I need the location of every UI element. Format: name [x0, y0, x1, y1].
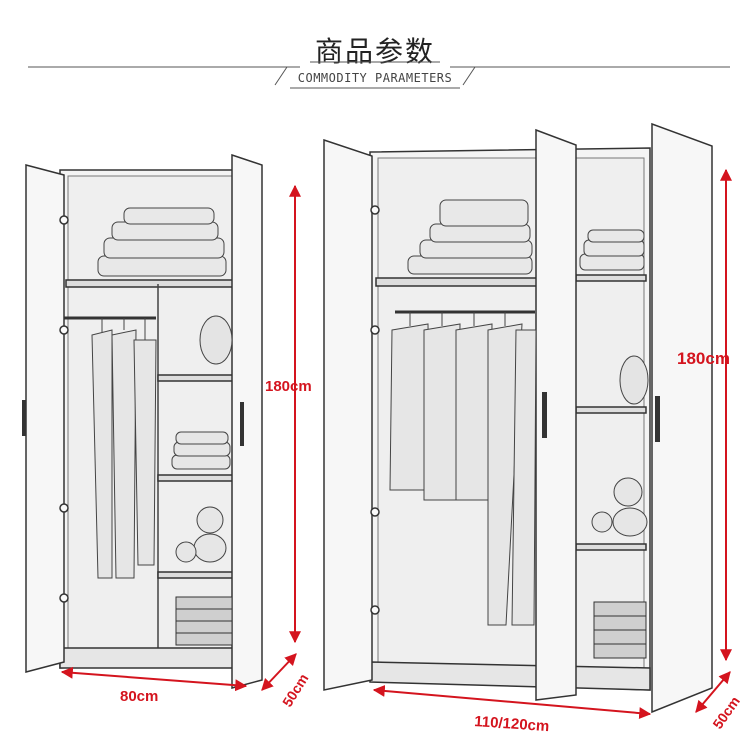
folded-clothes-icon: [579, 229, 645, 271]
large-depth-label: 50cm: [709, 693, 743, 732]
toy-icon: [591, 477, 648, 537]
small-depth-arrow: [261, 653, 297, 691]
folded-clothes-icon: [97, 207, 227, 277]
folded-clothes-icon: [407, 199, 533, 275]
large-depth-arrow: [695, 671, 731, 713]
hanging-clothes-icon: [389, 312, 537, 626]
toy-icon: [175, 506, 227, 563]
small-width-arrow: [60, 666, 248, 692]
small-height-label: 180cm: [265, 378, 312, 395]
folded-towels-icon: [171, 431, 231, 470]
page-subtitle: COMMODITY PARAMETERS: [297, 71, 453, 85]
bag-icon: [199, 315, 233, 365]
large-height-label: 180cm: [677, 349, 730, 368]
basket-icon: [593, 601, 647, 659]
dimension-arrows: [60, 168, 732, 720]
small-depth-label: 50cm: [279, 671, 312, 710]
small-width-label: 80cm: [120, 688, 158, 705]
basket-icon: [175, 596, 233, 646]
header-divider: [28, 61, 730, 89]
large-width-arrow: [372, 684, 652, 720]
bag-icon: [619, 355, 649, 405]
large-width-label: 110/120cm: [474, 713, 550, 735]
hanging-clothes-icon: [91, 318, 157, 579]
